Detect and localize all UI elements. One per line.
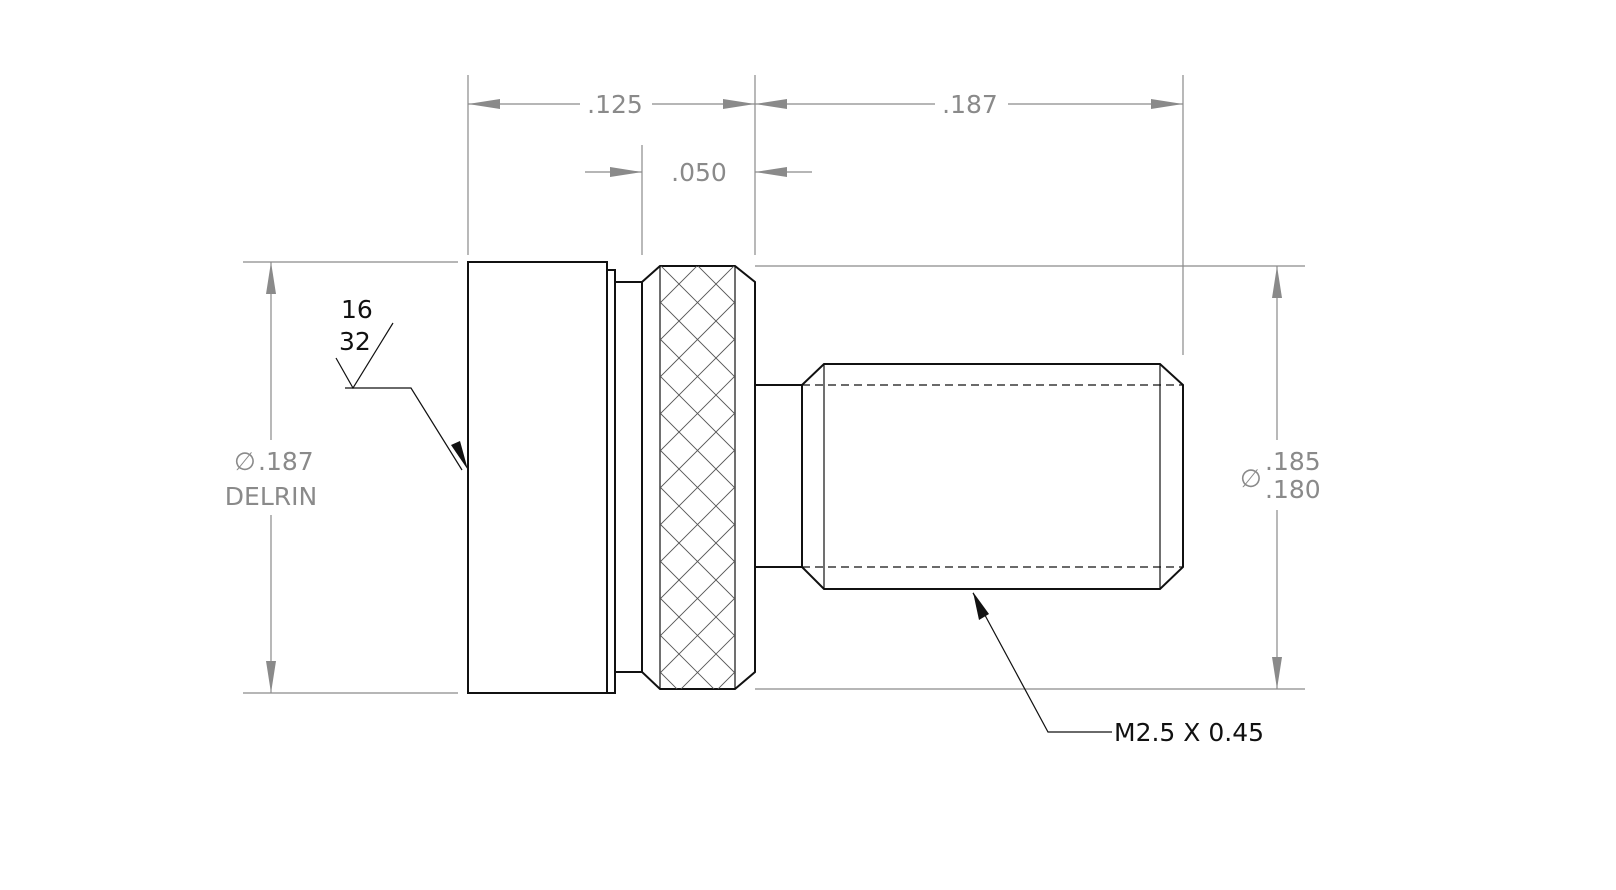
- arrow-125-left: [468, 99, 500, 109]
- arrow-050-right: [755, 167, 787, 177]
- knurl-hatch-line: [660, 709, 735, 784]
- dia-symbol-185: ∅: [1240, 464, 1262, 493]
- surface-finish-leader: [345, 387, 463, 471]
- knurl-hatch-line: [660, 266, 735, 341]
- knurl-hatch-line: [734, 266, 735, 267]
- surface-finish-arrowhead: [451, 441, 468, 470]
- thread-body: [801, 363, 1184, 590]
- dim-050-text: .050: [671, 158, 727, 187]
- arrow-125-right: [723, 99, 755, 109]
- knurl-hatch-line: [680, 634, 735, 689]
- arrow-187-left: [755, 99, 787, 109]
- knurl-hatch-line: [660, 746, 735, 821]
- arrow-dia185-bottom: [1272, 657, 1282, 689]
- knurl-hatch-line: [660, 301, 735, 378]
- dia-symbol-187: ∅: [234, 447, 256, 476]
- material-text: DELRIN: [225, 482, 317, 511]
- knurl-hatch-line: [660, 266, 661, 267]
- head-chamfer-lip: [606, 262, 616, 694]
- dim-125-text: .125: [587, 90, 643, 119]
- knurl-hatch-line: [660, 338, 735, 415]
- thread-leader-line: [972, 592, 1112, 733]
- dia-180-lower-text: .180: [1265, 475, 1321, 504]
- knurl-hatch-line: [660, 449, 735, 526]
- knurl-hatch-line: [660, 523, 735, 600]
- head-body: [467, 261, 608, 694]
- knurl-hatch-line: [660, 746, 735, 821]
- arrow-050-left: [610, 167, 642, 177]
- surface-finish-lower: 32: [339, 327, 371, 356]
- knurl-hatch-line: [660, 671, 678, 689]
- arrow-dia185-top: [1272, 266, 1282, 298]
- knurl-hatch-line: [660, 709, 735, 784]
- thread-callout-text: M2.5 X 0.45: [1114, 718, 1264, 747]
- arrow-dia187-bottom: [266, 661, 276, 693]
- part-outline: [467, 261, 1184, 694]
- arrow-187-right: [1151, 99, 1183, 109]
- knurl-hatch-line: [660, 560, 735, 637]
- knurl-hatch-line: [660, 597, 735, 674]
- arrow-dia187-top: [266, 262, 276, 294]
- knurl-hatch-line: [660, 375, 735, 452]
- surface-finish-symbol: 16 32: [335, 295, 468, 471]
- knurl-hatch-line: [660, 412, 735, 489]
- surface-finish-upper: 16: [341, 295, 373, 324]
- dimensions: .125 .187 .050 ∅ .187 DELRIN ∅ .185 .180: [225, 75, 1321, 694]
- knurl-collar-outline: [641, 265, 756, 690]
- dia-185-upper-text: .185: [1265, 447, 1321, 476]
- knurl-hatch-line: [717, 671, 735, 689]
- knurl-hatch-line: [660, 266, 698, 304]
- knurl-hatch-line: [660, 486, 735, 563]
- dia-187-text: .187: [258, 447, 314, 476]
- thread-callout: M2.5 X 0.45: [972, 592, 1264, 747]
- knurl-pattern: [660, 266, 735, 821]
- knurl-hatch-line: [697, 266, 735, 304]
- dim-187-length-text: .187: [942, 90, 998, 119]
- thread-leader-arrowhead: [973, 592, 989, 620]
